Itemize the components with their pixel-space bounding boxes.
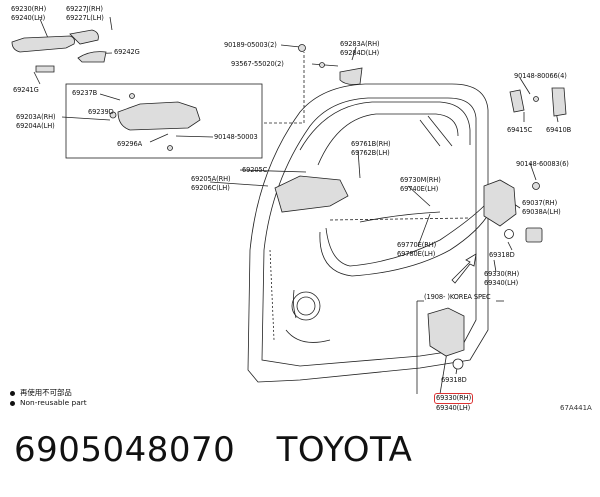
- label-90148-80066: 90148-80066(4): [514, 71, 567, 80]
- label-69318d-lower: 69318D: [441, 375, 467, 384]
- korea-lock-shape: [427, 307, 465, 357]
- label-69770: 69770E(RH)69780E(LH): [397, 240, 437, 258]
- label-69239d: 69239D: [88, 107, 114, 116]
- parts-diagram: [11, 16, 567, 395]
- label-69296a: 69296A: [117, 139, 143, 148]
- label-69242g: 69242G: [114, 47, 140, 56]
- label-69205: 69205A(RH)69206C(LH): [191, 174, 231, 192]
- window-frame: [299, 101, 471, 151]
- cable-path: [325, 204, 486, 267]
- lock-assembly-shape: [483, 179, 517, 227]
- label-69730: 69730M(RH)69740E(LH): [400, 175, 441, 193]
- label-69227: 69227J(RH)69227L(LH): [66, 4, 104, 22]
- label-69237b: 69237B: [72, 88, 98, 97]
- highlighted-part-label: 69330(RH): [434, 393, 474, 404]
- cap-shape: [77, 51, 107, 63]
- striker-shape: [509, 89, 525, 113]
- bullet-icon: [10, 390, 15, 396]
- label-69203: 69203A(RH)69204A(LH): [16, 112, 56, 130]
- footer-caption: 6905048070 TOYOTA: [14, 430, 412, 470]
- part-number: 6905048070: [14, 430, 236, 470]
- handle-group-box: [65, 83, 263, 159]
- label-69410b: 69410B: [546, 125, 572, 134]
- label-90148-50003: 90148-50003: [214, 132, 258, 141]
- label-90189: 90189-05003(2): [224, 40, 277, 49]
- label-69283: 69283A(RH)69284D(LH): [340, 39, 380, 57]
- clip-shape: [525, 227, 543, 243]
- lock-cover-shape: [339, 67, 363, 85]
- label-69230: 69230(RH)69240(LH): [11, 4, 47, 22]
- reference-code: 67A441A: [560, 404, 592, 412]
- label-69205c: 69205C: [242, 165, 268, 174]
- legend-item-en: Non-reusable part: [10, 398, 87, 408]
- bullet-icon: [10, 400, 15, 406]
- speaker-circle: [291, 291, 321, 321]
- striker-plate-shape: [551, 87, 567, 117]
- brand-name: TOYOTA: [276, 430, 413, 470]
- label-90148-60083: 90148-60083(6): [516, 159, 569, 168]
- key-cylinder-shape: [35, 65, 55, 73]
- label-69037: 69037(RH)69038A(LH): [522, 198, 561, 216]
- handle-frame-shape: [117, 101, 201, 131]
- legend: 再使用不可部品 Non-reusable part: [10, 388, 87, 408]
- label-69330-upper: 69330(RH)69340(LH): [484, 269, 520, 287]
- label-69330-lower: 69330(RH)69340(LH): [434, 393, 474, 412]
- inner-handle-shape: [274, 175, 349, 213]
- label-69318d-upper: 69318D: [489, 250, 515, 259]
- legend-item-jp: 再使用不可部品: [10, 388, 87, 398]
- outer-handle-shape: [11, 35, 75, 53]
- label-69415c: 69415C: [507, 125, 533, 134]
- cover-shape: [69, 29, 99, 45]
- label-69761: 69761B(RH)69762B(LH): [351, 139, 391, 157]
- label-korea-spec: (1908- )KOREA SPEC: [424, 292, 491, 301]
- door-inner-edge: [261, 97, 477, 367]
- door-outline: [247, 83, 489, 383]
- direction-arrow: [451, 253, 477, 284]
- label-93567: 93567-55020(2): [231, 59, 284, 68]
- label-69241g: 69241G: [13, 85, 39, 94]
